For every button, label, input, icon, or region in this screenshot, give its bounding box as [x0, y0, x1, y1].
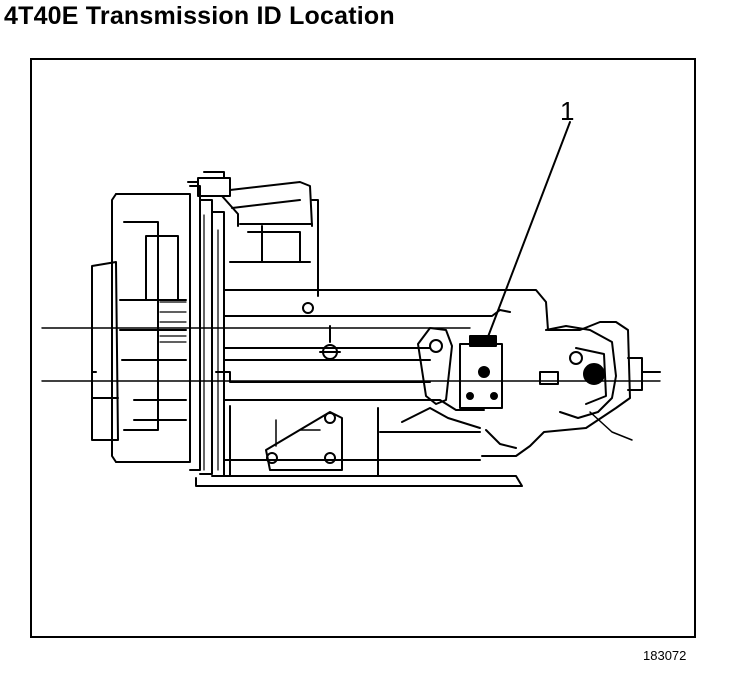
- id-plate: [459, 335, 503, 409]
- callout-leader: [485, 121, 571, 343]
- callout-number: 1: [560, 96, 575, 126]
- main-case: [195, 289, 631, 487]
- page-title: 4T40E Transmission ID Location: [4, 2, 395, 30]
- end-cap: [539, 325, 661, 441]
- figure-number: 183072: [643, 648, 687, 663]
- illustration-frame: [30, 58, 696, 638]
- selector-lever: [302, 302, 453, 405]
- valve-linkage: [265, 411, 343, 471]
- bell-housing: [91, 193, 191, 463]
- centerlines: [41, 327, 661, 382]
- plate-bands: [189, 185, 225, 477]
- hatching: [159, 301, 187, 343]
- top-bracket: [187, 171, 319, 297]
